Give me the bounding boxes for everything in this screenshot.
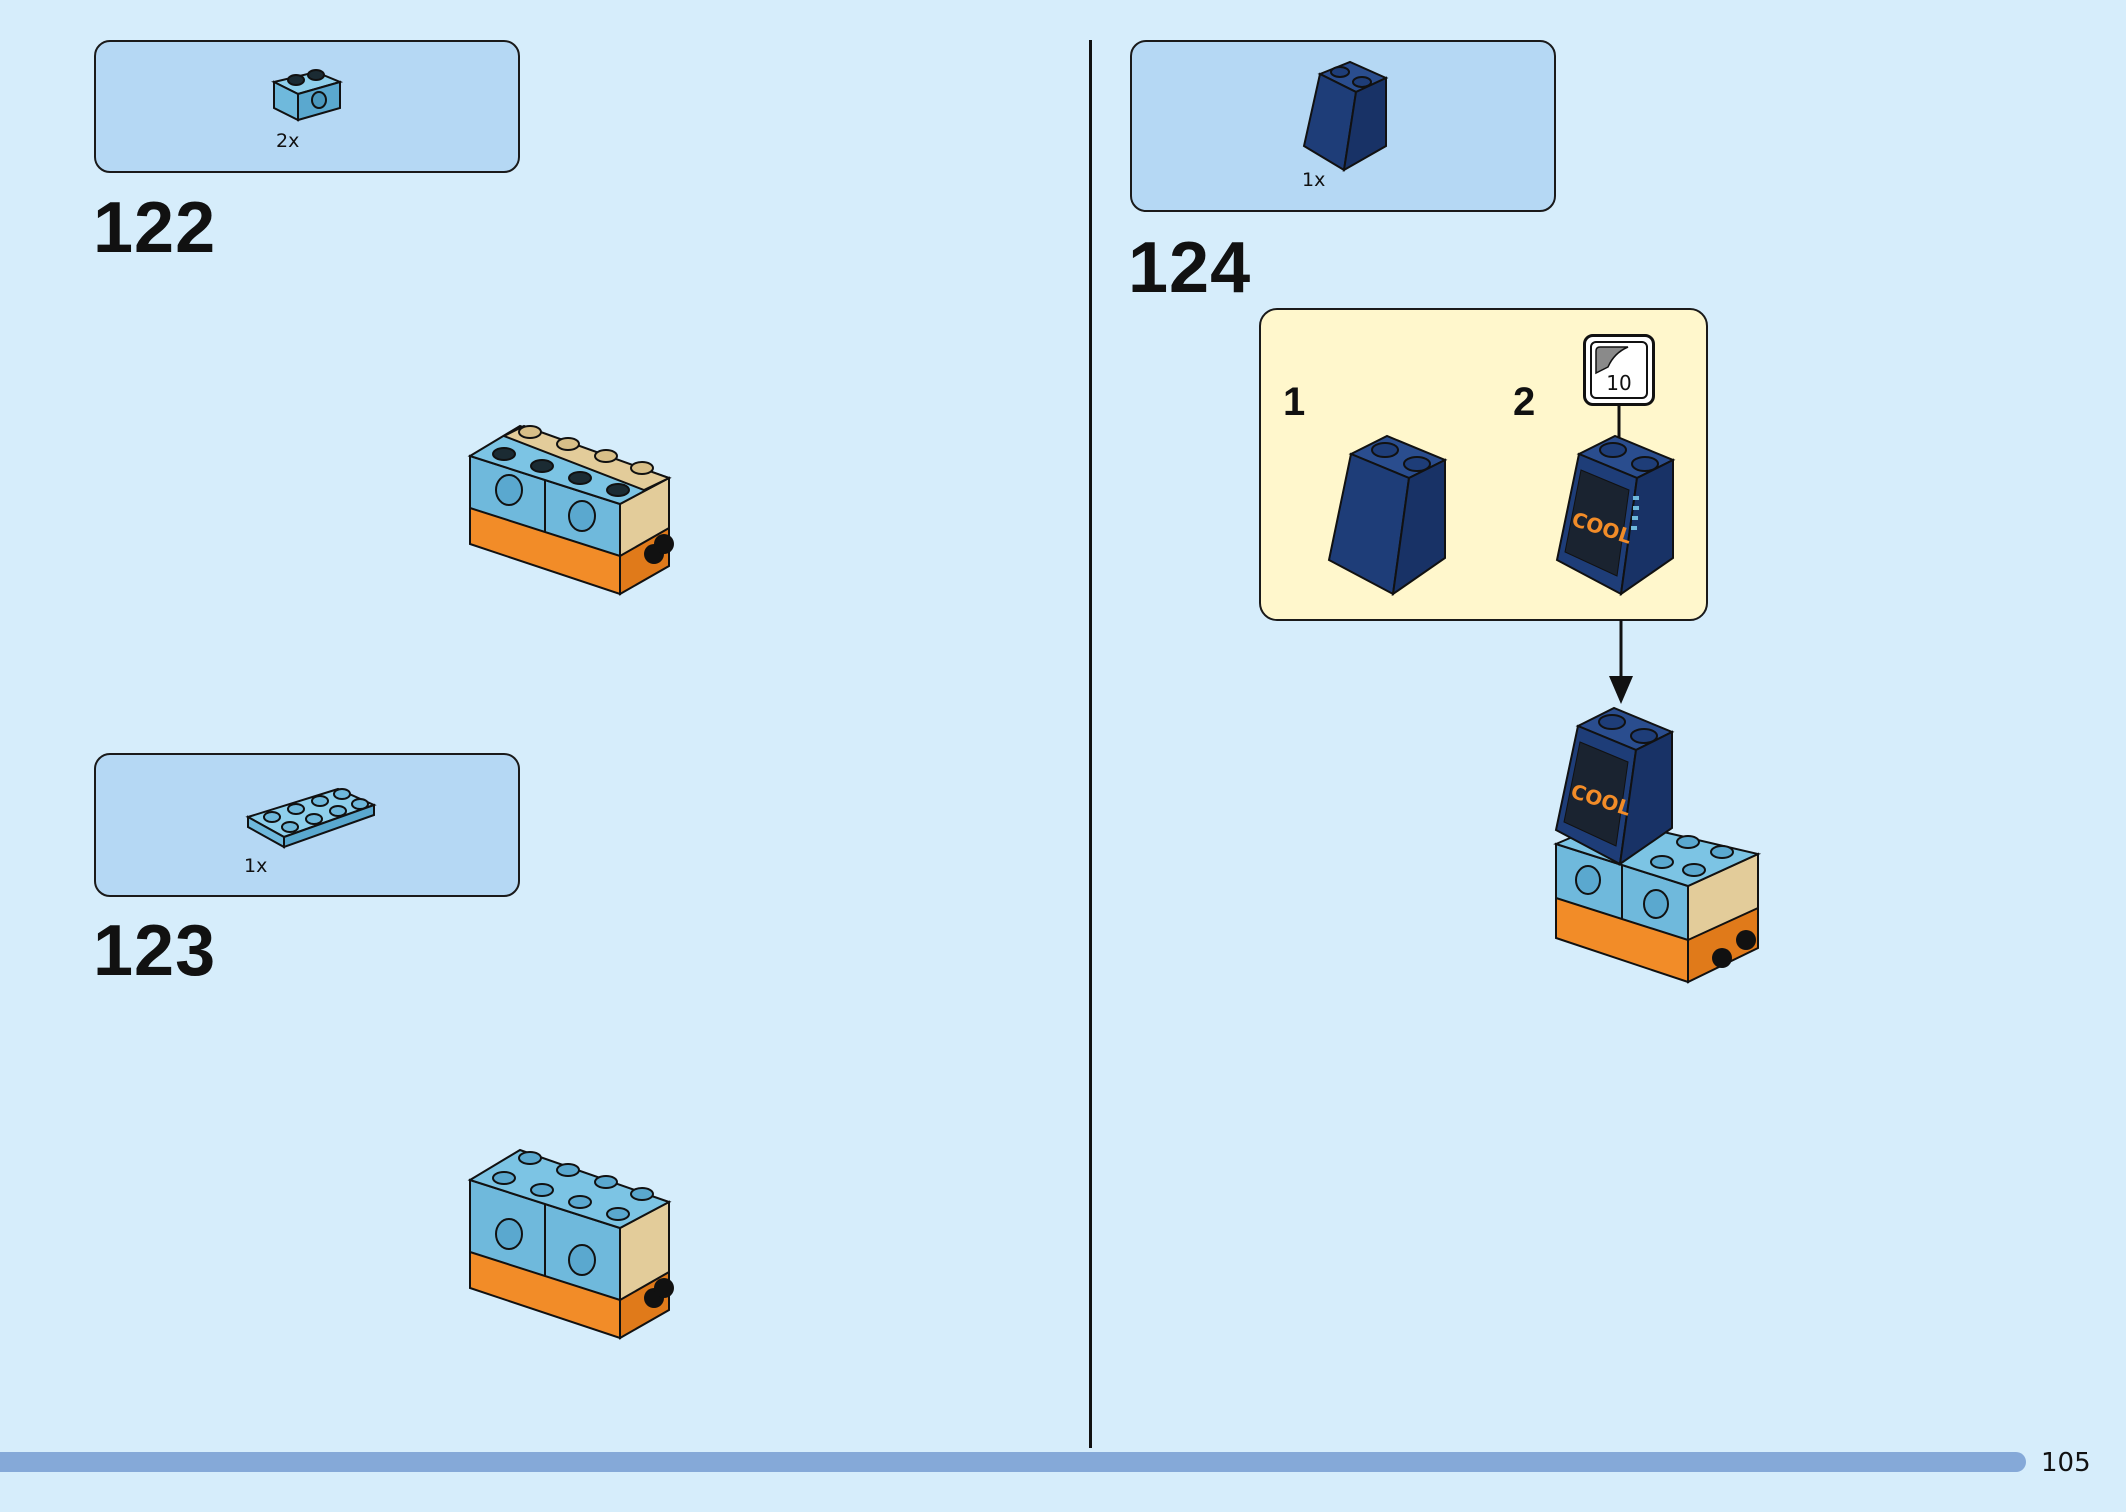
sticker-sheet-indicator: 10 [1583,334,1655,406]
assembly-step-123 [467,1148,674,1340]
printed-slope-sub-step-2: COOL [1555,434,1676,597]
parts-qty-124: 1x [1302,169,1326,191]
sub-step-2: 2 [1513,380,1536,424]
sticker-peel-icon [1595,346,1629,375]
parts-qty-122: 2x [276,130,300,152]
parts-box-step-122: 2x [94,40,520,173]
progress-bar [0,1452,2026,1472]
step-number-123: 123 [93,911,217,991]
sticker-number: 10 [1606,371,1632,395]
part-plate-2x4-icon [245,787,377,849]
sub-step-1: 1 [1283,380,1306,424]
part-slope-2x2-icon [1302,60,1389,172]
step-number-122: 122 [93,188,217,268]
part-technic-brick-1x2-icon [271,69,344,122]
page-divider [1089,40,1092,1448]
parts-qty-123: 1x [244,855,268,877]
parts-box-step-124: 1x [1130,40,1556,212]
slope-brick-sub-step-1 [1327,434,1448,597]
sticker-frame: 10 [1590,341,1648,399]
placement-arrow-icon [1609,620,1633,704]
step-number-124: 124 [1128,228,1252,308]
assembly-step-122 [467,424,674,596]
parts-box-step-123: 1x [94,753,520,897]
assembly-step-124: COOL [1553,706,1762,984]
page-number: 105 [2041,1448,2091,1478]
